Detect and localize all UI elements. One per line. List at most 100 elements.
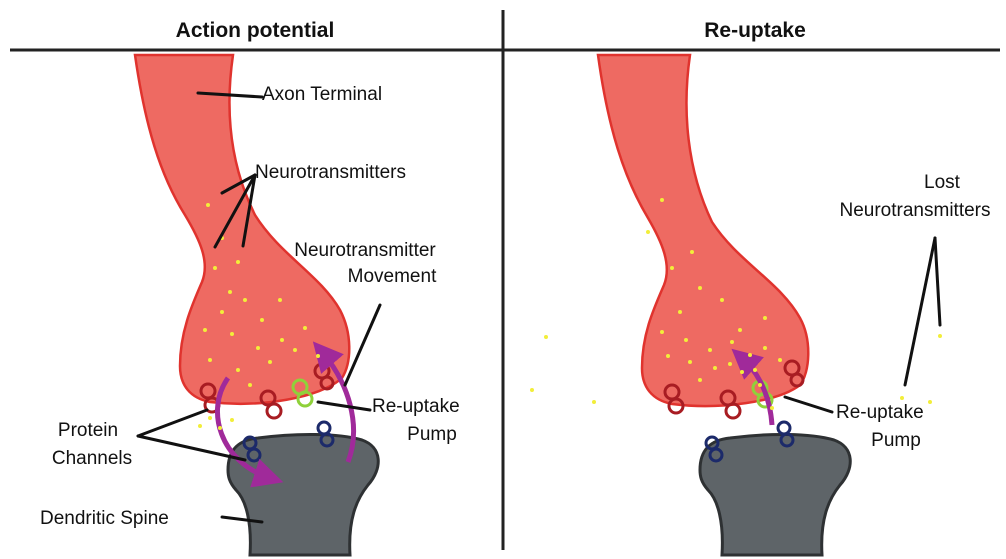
right-panel-title: Re-uptake [704, 19, 806, 42]
neurotransmitter-dot [713, 366, 717, 370]
neurotransmitter-dot [738, 328, 742, 332]
axon-terminal-left [133, 53, 351, 405]
neurotransmitter-dots [198, 198, 942, 430]
neurotransmitter-dot [660, 330, 664, 334]
neurotransmitter-dot [256, 346, 260, 350]
neurotransmitter-dot [280, 338, 284, 342]
neurotransmitter-dot [763, 316, 767, 320]
neurotransmitter-dot [730, 340, 734, 344]
leader-protein-channels-2 [136, 434, 247, 462]
reuptake-arrow-up [731, 348, 775, 426]
left-panel-title: Action potential [176, 19, 335, 42]
neurotransmitter-dot [293, 348, 297, 352]
neurotransmitter-dot [278, 298, 282, 302]
neurotransmitter-dot [220, 310, 224, 314]
leader-lost-nt-1 [903, 236, 937, 387]
neurotransmitter-dot [748, 353, 752, 357]
neurotransmitter-dot [670, 266, 674, 270]
leader-lost-nt-2 [933, 236, 942, 327]
label-lost-nt-line2: Neurotransmitters [840, 200, 991, 221]
label-reuptake-pump-right-line1: Re-uptake [836, 402, 924, 423]
neurotransmitter-dot [530, 388, 534, 392]
neurotransmitter-dot [690, 250, 694, 254]
protein-channel-red-right-3 [783, 359, 805, 388]
neurotransmitter-dot [684, 338, 688, 342]
leader-reuptake-pump-right [783, 395, 834, 414]
neurotransmitter-dot [268, 360, 272, 364]
left-panel [133, 53, 380, 557]
axon-terminal-right [596, 53, 810, 408]
label-reuptake-pump-left-line2: Pump [407, 424, 457, 445]
neurotransmitter-dot [260, 318, 264, 322]
neurotransmitter-dot [203, 328, 207, 332]
neurotransmitter-dot [698, 286, 702, 290]
neurotransmitter-dot [236, 368, 240, 372]
neurotransmitter-dot [763, 346, 767, 350]
neurotransmitter-dot [213, 266, 217, 270]
neurotransmitter-dot [228, 290, 232, 294]
neurotransmitter-dot [646, 230, 650, 234]
label-neurotransmitters: Neurotransmitters [255, 162, 406, 183]
label-protein-channels-line1: Protein [58, 420, 118, 441]
nt-movement-arrow-up [312, 341, 356, 463]
receptor-blue-left-2 [316, 420, 335, 448]
leader-protein-channels-1 [136, 408, 209, 438]
label-reuptake-pump-right-line2: Pump [871, 430, 921, 451]
protein-channel-red-right-2 [719, 389, 742, 420]
dendritic-spine-left [226, 432, 380, 557]
neurotransmitter-dot [678, 310, 682, 314]
neurotransmitter-dot [728, 362, 732, 366]
neurotransmitter-dot [206, 203, 210, 207]
neurotransmitter-dot [928, 400, 932, 404]
neurotransmitter-dot [230, 332, 234, 336]
neurotransmitter-dot [208, 416, 212, 420]
label-nt-movement-line1: Neurotransmitter [294, 240, 436, 261]
neurotransmitter-dot [208, 358, 212, 362]
leader-axon-terminal [196, 91, 264, 99]
neurotransmitter-dot [248, 383, 252, 387]
neurotransmitter-dot [592, 400, 596, 404]
label-protein-channels-line2: Channels [52, 448, 132, 469]
neurotransmitter-dot [900, 396, 904, 400]
neurotransmitter-dot [230, 418, 234, 422]
leader-neurotransmitters-2 [213, 173, 257, 249]
neurotransmitter-dot [660, 198, 664, 202]
neurotransmitter-dot [316, 354, 320, 358]
label-lost-nt-line1: Lost [924, 172, 961, 193]
neurotransmitter-dot [544, 335, 548, 339]
neurotransmitter-dot [198, 424, 202, 428]
neurotransmitter-dot [720, 298, 724, 302]
nt-movement-arrow-down [214, 376, 284, 488]
protein-channel-red-left-2 [259, 389, 283, 420]
neurotransmitter-dot [243, 298, 247, 302]
receptor-blue-right-1 [704, 435, 724, 463]
leader-nt-movement [343, 303, 382, 387]
neurotransmitter-dot [770, 406, 774, 410]
neurotransmitter-dot [740, 370, 744, 374]
neurotransmitter-dot [708, 348, 712, 352]
neurotransmitter-dot [666, 354, 670, 358]
label-dendritic-spine: Dendritic Spine [40, 508, 169, 529]
leader-neurotransmitters-1 [220, 173, 257, 195]
dendritic-spine-right [698, 432, 852, 557]
protein-channel-red-right-1 [663, 383, 685, 415]
label-reuptake-pump-left-line1: Re-uptake [372, 396, 460, 417]
right-panel [596, 53, 852, 557]
neurotransmitter-dot [753, 368, 757, 372]
neurotransmitter-dot [236, 260, 240, 264]
neurotransmitter-dot [938, 334, 942, 338]
receptor-blue-right-2 [776, 420, 795, 448]
label-axon-terminal: Axon Terminal [262, 84, 382, 105]
neurotransmitter-dot [218, 426, 222, 430]
neurotransmitter-dot [758, 383, 762, 387]
leader-dendritic-spine [220, 515, 264, 524]
neurotransmitter-dot [778, 358, 782, 362]
reuptake-pump-left [291, 378, 314, 408]
leader-reuptake-pump-left [316, 400, 372, 412]
leader-neurotransmitters-3 [241, 173, 257, 248]
label-nt-movement-line2: Movement [348, 266, 437, 287]
neurotransmitter-dot [698, 378, 702, 382]
neurotransmitter-dot [303, 326, 307, 330]
neurotransmitter-dot [688, 360, 692, 364]
